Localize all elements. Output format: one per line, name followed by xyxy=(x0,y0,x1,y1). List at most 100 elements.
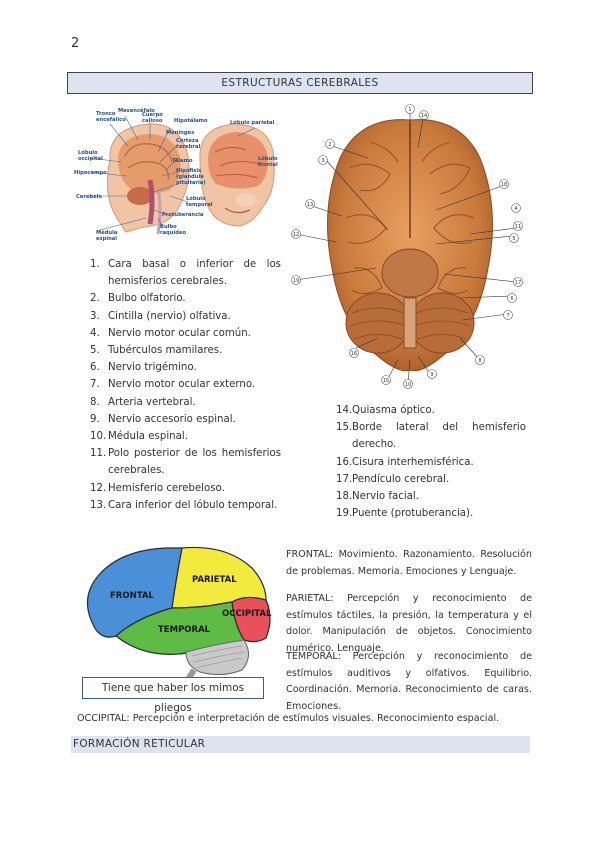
list-item-number: 15. xyxy=(336,422,353,434)
list-item-text: Cintilla (nervio) olfativa. xyxy=(108,310,231,322)
marker-14: 14 xyxy=(419,110,429,120)
marker-16: 16 xyxy=(349,348,359,358)
list-item-text: Nervio accesorio espinal. xyxy=(108,413,236,425)
list-item-number: 11. xyxy=(90,448,107,460)
brain-lobes-diagram: FRONTAL PARIETAL OCCIPITAL TEMPORAL xyxy=(86,546,272,680)
list-item-number: 13. xyxy=(90,499,107,511)
list-item-text: Médula espinal. xyxy=(108,431,188,443)
list-item-number: 3. xyxy=(90,310,100,322)
svg-text:15: 15 xyxy=(383,378,389,384)
marker-3: 3 xyxy=(318,155,328,165)
label-hipofisis: Hipófisis xyxy=(176,167,201,174)
label-corteza: Corteza xyxy=(176,138,199,144)
list-item-text: Nervio motor ocular externo. xyxy=(108,379,256,391)
marker-9: 9 xyxy=(427,369,437,379)
list-item: 17.Pendículo cerebral. xyxy=(336,471,526,488)
marker-4: 4 xyxy=(511,203,521,213)
svg-text:7: 7 xyxy=(506,313,509,319)
list-item-text: Tubérculos mamilares. xyxy=(108,345,223,357)
lobe-label-occipital: OCCIPITAL xyxy=(222,609,272,619)
list-item-text: Borde lateral del hemisferio derecho. xyxy=(352,422,526,451)
label-hipotalamo: Hipotálamo xyxy=(174,117,208,124)
label-tronco: Tronco xyxy=(96,111,116,117)
svg-text:1: 1 xyxy=(408,107,411,113)
svg-text:2: 2 xyxy=(328,142,331,148)
svg-text:17: 17 xyxy=(515,280,521,286)
marker-2: 2 xyxy=(325,139,335,149)
desc-occipital: OCCIPITAL: Percepción e interpretación d… xyxy=(77,713,500,724)
label-mesencefalo: Mesencéfalo xyxy=(118,107,155,114)
marker-1: 1 xyxy=(405,104,415,114)
list-item-number: 12. xyxy=(90,482,107,494)
section-title: ESTRUCTURAS CEREBRALES xyxy=(67,72,533,94)
list-item: 4.Nervio motor ocular común. xyxy=(90,325,281,342)
label-bulbo: Bulbo xyxy=(160,224,177,230)
list-item-text: Cisura interhemisférica. xyxy=(352,456,474,468)
list-item: 15.Borde lateral del hemisferio derecho. xyxy=(336,419,526,453)
marker-18: 18 xyxy=(499,179,509,189)
list-item-text: Cara basal o inferior de los hemisferios… xyxy=(108,259,281,288)
label-cuerpo-calloso: Cuerpo xyxy=(142,112,163,118)
list-item-text: Arteria vertebral. xyxy=(108,396,196,408)
svg-text:8: 8 xyxy=(478,358,481,364)
label-lobulo-frontal-2: frontal xyxy=(258,162,278,168)
svg-text:11: 11 xyxy=(515,224,521,230)
list-item-number: 5. xyxy=(90,345,100,357)
svg-text:14: 14 xyxy=(421,113,427,119)
svg-text:3: 3 xyxy=(321,158,324,164)
list-item-number: 19. xyxy=(336,508,353,520)
list-item-number: 17. xyxy=(336,473,353,485)
marker-19: 19 xyxy=(291,275,301,285)
structures-list-left: 1. Cara basal o inferior de los hemisferi… xyxy=(90,256,281,514)
label-hipocampo: Hipocampo xyxy=(74,170,107,176)
list-item-number: 14. xyxy=(336,405,353,416)
list-item-number: 2. xyxy=(90,293,100,305)
lobe-label-temporal: TEMPORAL xyxy=(158,625,211,635)
list-item: 14.Quiasma óptico. xyxy=(336,402,526,419)
label-cuerpo-calloso-2: calloso xyxy=(142,118,163,124)
desc-temporal: TEMPORAL: Percepción y reconocimiento de… xyxy=(286,651,532,712)
svg-text:10: 10 xyxy=(405,382,411,388)
lobe-label-parietal: PARIETAL xyxy=(192,575,237,585)
label-protuberancia: Protuberancia xyxy=(162,212,204,218)
label-hipofisis-2: (glándula xyxy=(176,173,204,180)
list-item-text: Cara inferior del lóbulo temporal. xyxy=(108,499,278,511)
label-tronco-2: encefálico xyxy=(96,116,126,123)
brain-inferior-view: 1 14 2 3 13 12 19 18 4 11 5 17 6 7 16 15… xyxy=(291,104,523,389)
list-item: 11.Polo posterior de los hemisferios cer… xyxy=(90,445,281,479)
list-item: 12.Hemisferio cerebeloso. xyxy=(90,480,281,497)
next-section-title: FORMACIÓN RETICULAR xyxy=(71,736,530,753)
list-item-text: Hemisferio cerebeloso. xyxy=(108,482,225,494)
list-item: 7. Nervio motor ocular externo. xyxy=(90,376,281,393)
marker-8: 8 xyxy=(475,355,485,365)
list-item-number: 1. xyxy=(90,259,100,270)
list-item: 5. Tubérculos mamilares. xyxy=(90,342,281,359)
label-meninges: Meninges xyxy=(166,130,194,136)
label-medula-2: espinal xyxy=(96,236,117,242)
list-item: 9.Nervio accesorio espinal. xyxy=(90,411,281,428)
svg-text:4: 4 xyxy=(514,206,517,212)
svg-text:18: 18 xyxy=(501,182,507,188)
list-item: 13.Cara inferior del lóbulo temporal. xyxy=(90,497,281,514)
list-item-text: Polo posterior de los hemisferios cerebr… xyxy=(108,448,281,477)
list-item: 3. Cintilla (nervio) olfativa. xyxy=(90,308,281,325)
list-item: 2.Bulbo olfatorio. xyxy=(90,290,281,307)
label-hipofisis-3: pituitaria) xyxy=(176,180,206,186)
list-item-number: 6. xyxy=(90,362,100,374)
marker-6: 6 xyxy=(507,293,517,303)
label-talamo: Tálamo xyxy=(172,157,193,164)
marker-5: 5 xyxy=(509,233,519,243)
list-item: 8.Arteria vertebral. xyxy=(90,394,281,411)
label-lobulo-temporal-2: temporal xyxy=(186,202,213,208)
marker-17: 17 xyxy=(513,277,523,287)
desc-frontal: FRONTAL: Movimiento. Razonamiento. Resol… xyxy=(286,549,532,577)
svg-text:12: 12 xyxy=(293,232,299,238)
list-item-text: Pendículo cerebral. xyxy=(352,473,450,485)
page-number: 2 xyxy=(71,36,80,51)
list-item-number: 7. xyxy=(90,379,100,391)
marker-12: 12 xyxy=(291,229,301,239)
list-item-text: Nervio motor ocular común. xyxy=(108,327,251,339)
svg-text:5: 5 xyxy=(512,236,515,242)
list-item-text: Quiasma óptico. xyxy=(352,405,435,416)
list-item-number: 18. xyxy=(336,491,353,503)
